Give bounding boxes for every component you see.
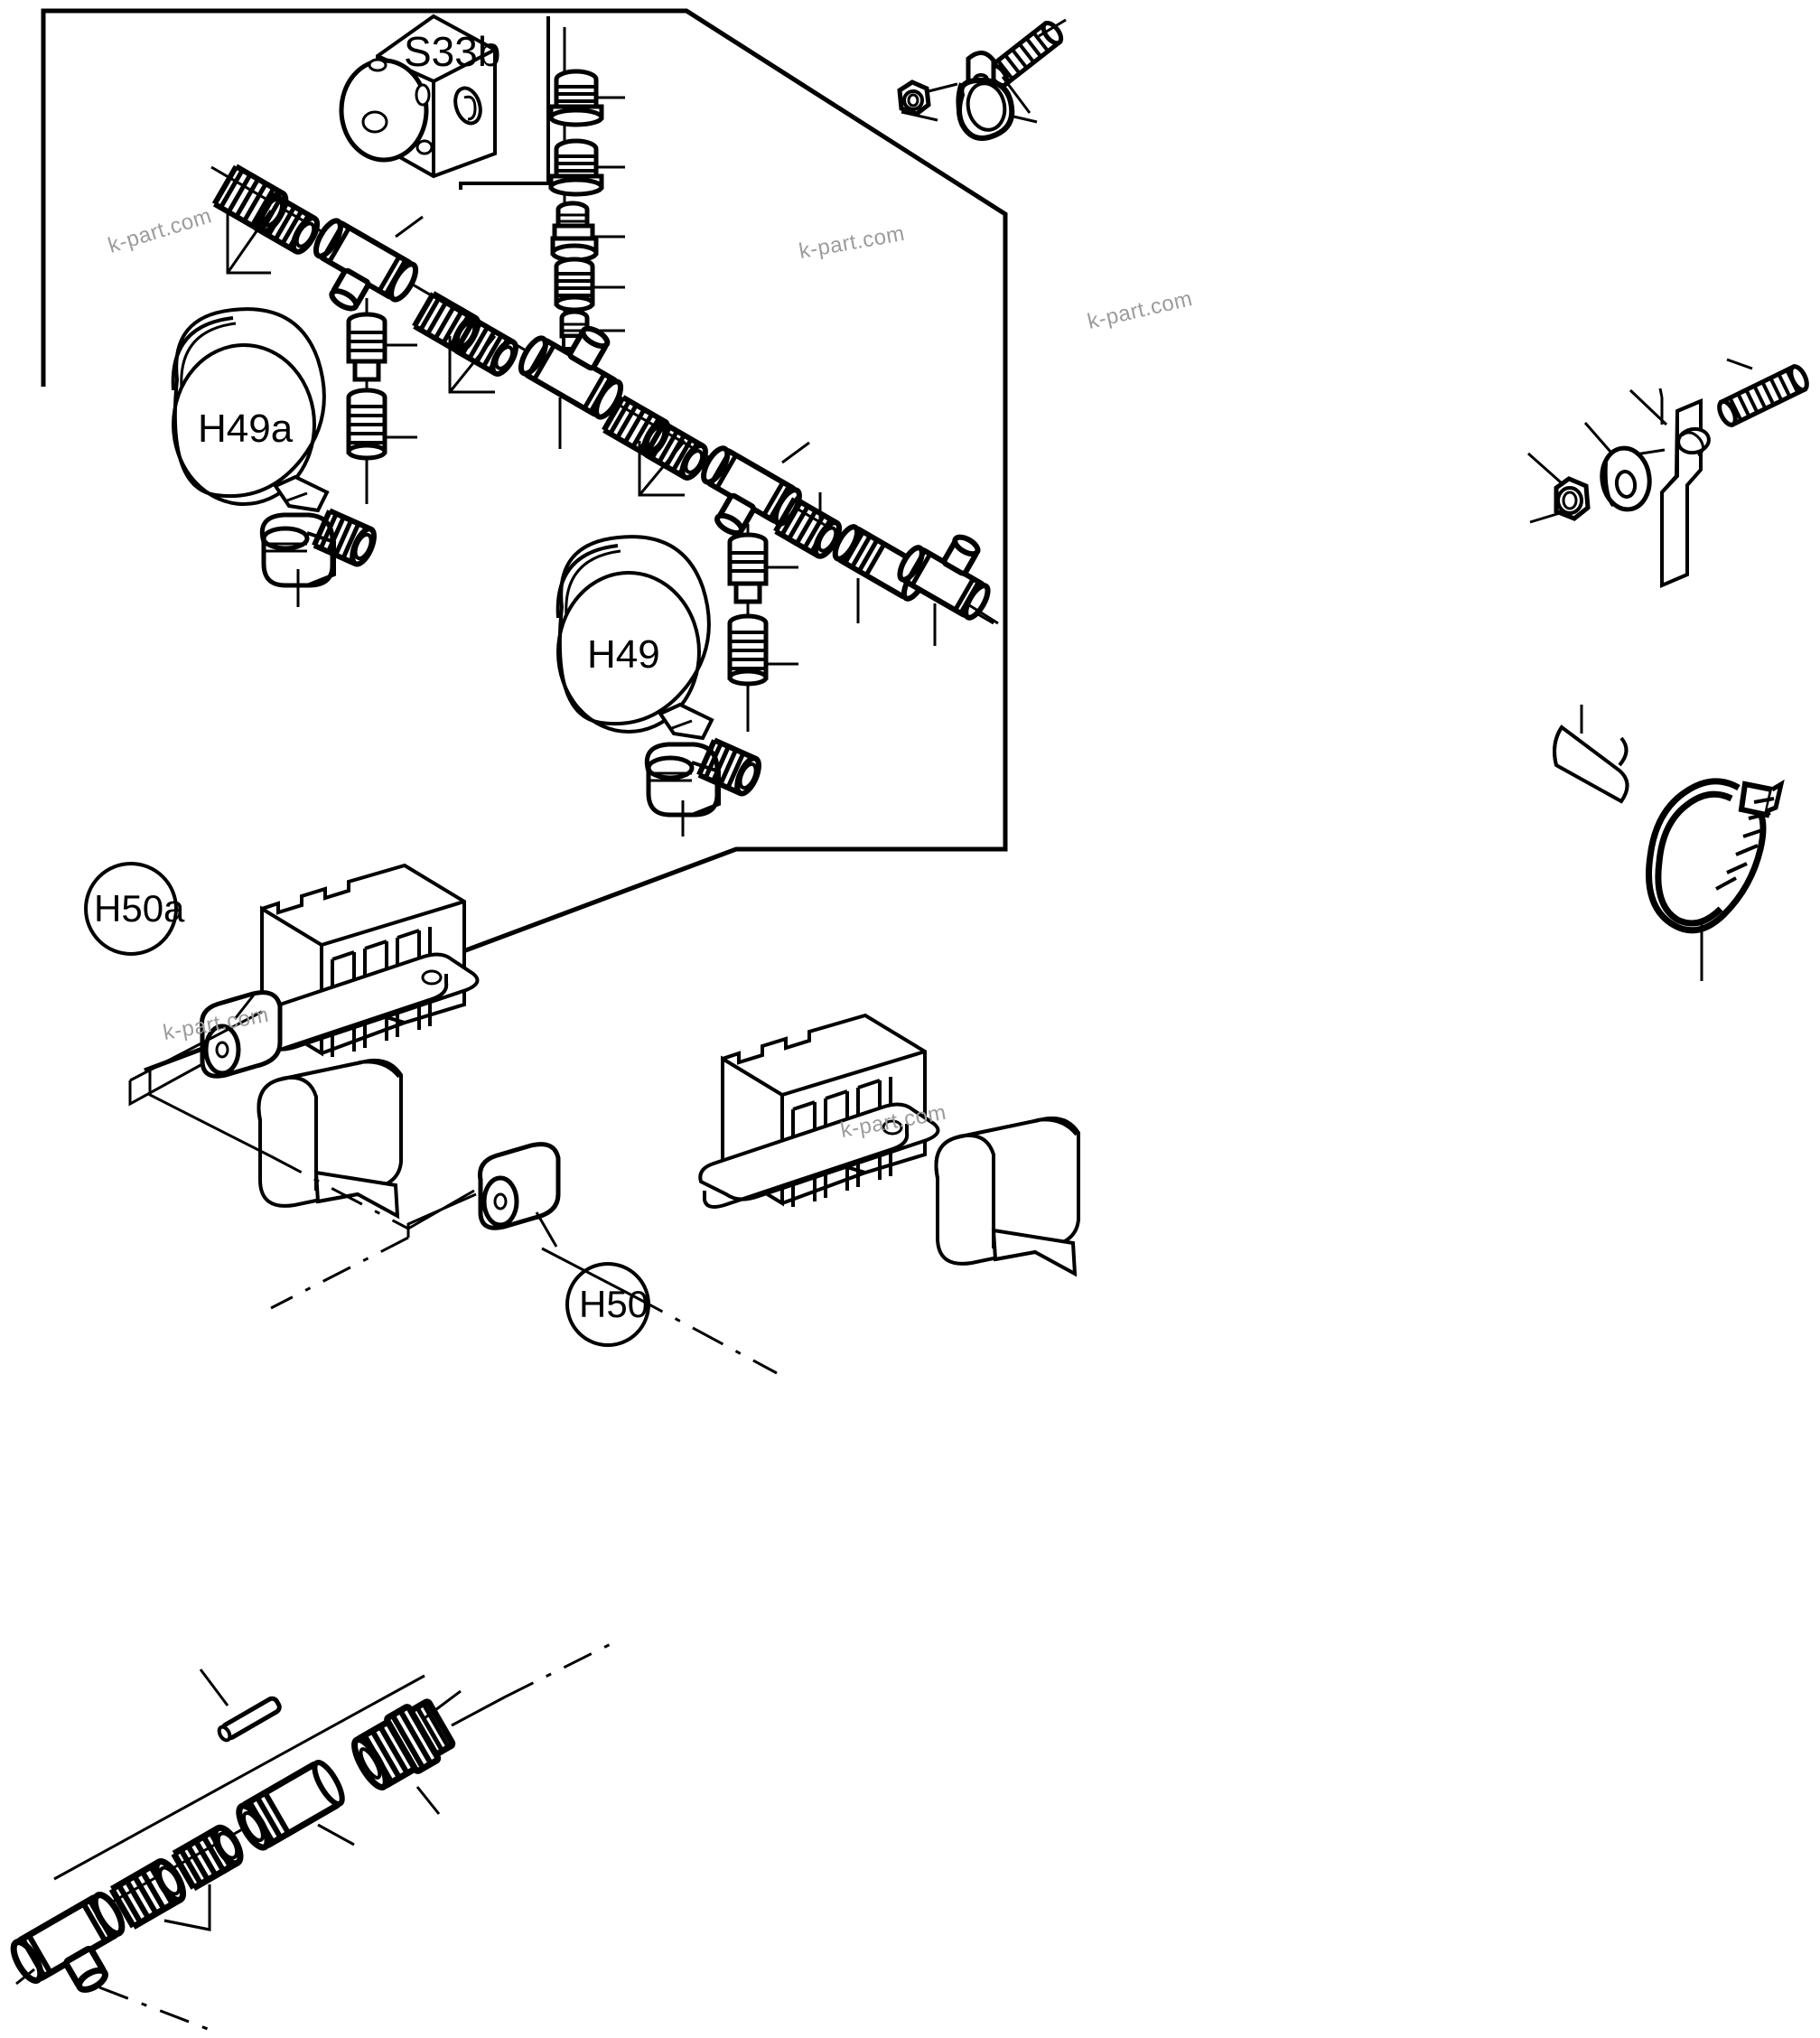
label-h49a: H49a bbox=[198, 407, 294, 451]
hose-nipple-pair-mid bbox=[412, 291, 518, 394]
hose-nipple-pair-upper bbox=[211, 164, 321, 275]
vertical-part-stack bbox=[548, 27, 625, 361]
relay-upper bbox=[128, 863, 480, 1220]
hose-nipple-2 bbox=[548, 138, 625, 197]
tee-fitting-upper bbox=[313, 215, 424, 312]
elbow-fitting-upper bbox=[259, 508, 377, 607]
clamp-assembly-top-right bbox=[897, 18, 1067, 141]
label-h49: H49 bbox=[587, 632, 660, 677]
enclosure-frame bbox=[41, 8, 1008, 1073]
horn-lower bbox=[555, 535, 714, 741]
label-h50: H50 bbox=[579, 1283, 649, 1325]
relay-block-upper bbox=[238, 863, 480, 1059]
label-h50a: H50a bbox=[94, 887, 185, 930]
connector-plug-lower bbox=[477, 1142, 561, 1248]
solenoid-valve-block bbox=[339, 14, 497, 179]
hose-cover-sleeve bbox=[1553, 705, 1629, 804]
bottom-left-fitting-train bbox=[10, 1641, 615, 2031]
hose-end-4 bbox=[554, 257, 625, 313]
relay-boot-lower bbox=[934, 1116, 1080, 1277]
bolt-top-right bbox=[986, 20, 1064, 89]
elbow-fitting-lower bbox=[644, 737, 761, 837]
horn-upper bbox=[171, 307, 330, 513]
relay-route-dashdot bbox=[148, 1070, 778, 1375]
label-s33b: S33b bbox=[404, 28, 501, 75]
valve-stem-lower bbox=[727, 524, 798, 732]
valve-stem-upper bbox=[346, 298, 417, 504]
relay-boot-upper bbox=[257, 1058, 403, 1220]
relay-lower bbox=[270, 1013, 1080, 1310]
coupling-nut bbox=[550, 201, 625, 263]
hose-nipple-pair-lower bbox=[602, 395, 708, 497]
tee-fitting-right bbox=[897, 534, 999, 646]
bolt-right bbox=[1717, 363, 1809, 428]
cable-tie bbox=[1645, 778, 1785, 981]
relay-block-lower bbox=[698, 1013, 940, 1209]
h50a-callout-circle bbox=[84, 862, 178, 956]
bracket-assembly-right bbox=[1527, 358, 1809, 589]
hose-nipple-1 bbox=[548, 69, 625, 127]
tee-fitting-mid bbox=[518, 325, 624, 449]
